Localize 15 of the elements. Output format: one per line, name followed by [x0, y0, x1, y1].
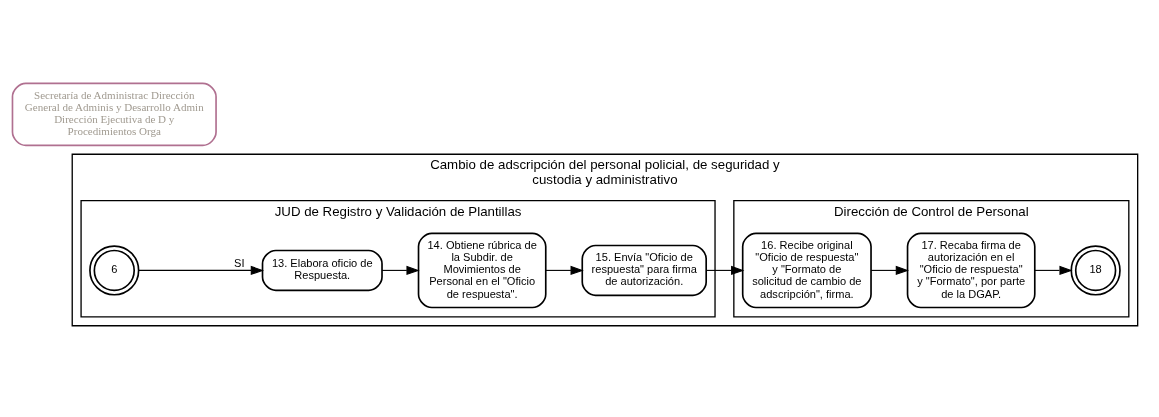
node-box: 16. Recibe original "Oficio de respuesta" y "Formato de solicitud de cambio de adscripción", firma.: [741, 232, 872, 308]
arrow: [705, 265, 745, 275]
edge-label: SI: [234, 256, 245, 269]
arrow: [1034, 265, 1073, 275]
arrow: [545, 265, 584, 275]
arrow: [870, 265, 910, 275]
node-circle: 18: [1070, 244, 1121, 296]
node-box: 13. Elabora oficio de Respuesta.: [261, 249, 383, 291]
node-box: 17. Recaba firma de autorización en el "Oficio de respuesta" y "Formato", por parte de la DGAP.: [906, 232, 1036, 308]
arrow: [381, 265, 420, 275]
node-box: 14. Obtiene rúbrica de la Subdir. de Movimientos de Personal en el "Oficio de respuesta".: [417, 232, 547, 308]
node-box: Secretaría de Administrac Dirección General de Adminis y Desarrollo Admin Dirección Ejecutiva de D y Procedimientos Orga: [11, 82, 217, 146]
arrow: [138, 265, 265, 275]
node-circle: 6: [89, 244, 140, 296]
node-box: 15. Envía "Oficio de respuesta" para firma de autorización.: [581, 244, 707, 296]
